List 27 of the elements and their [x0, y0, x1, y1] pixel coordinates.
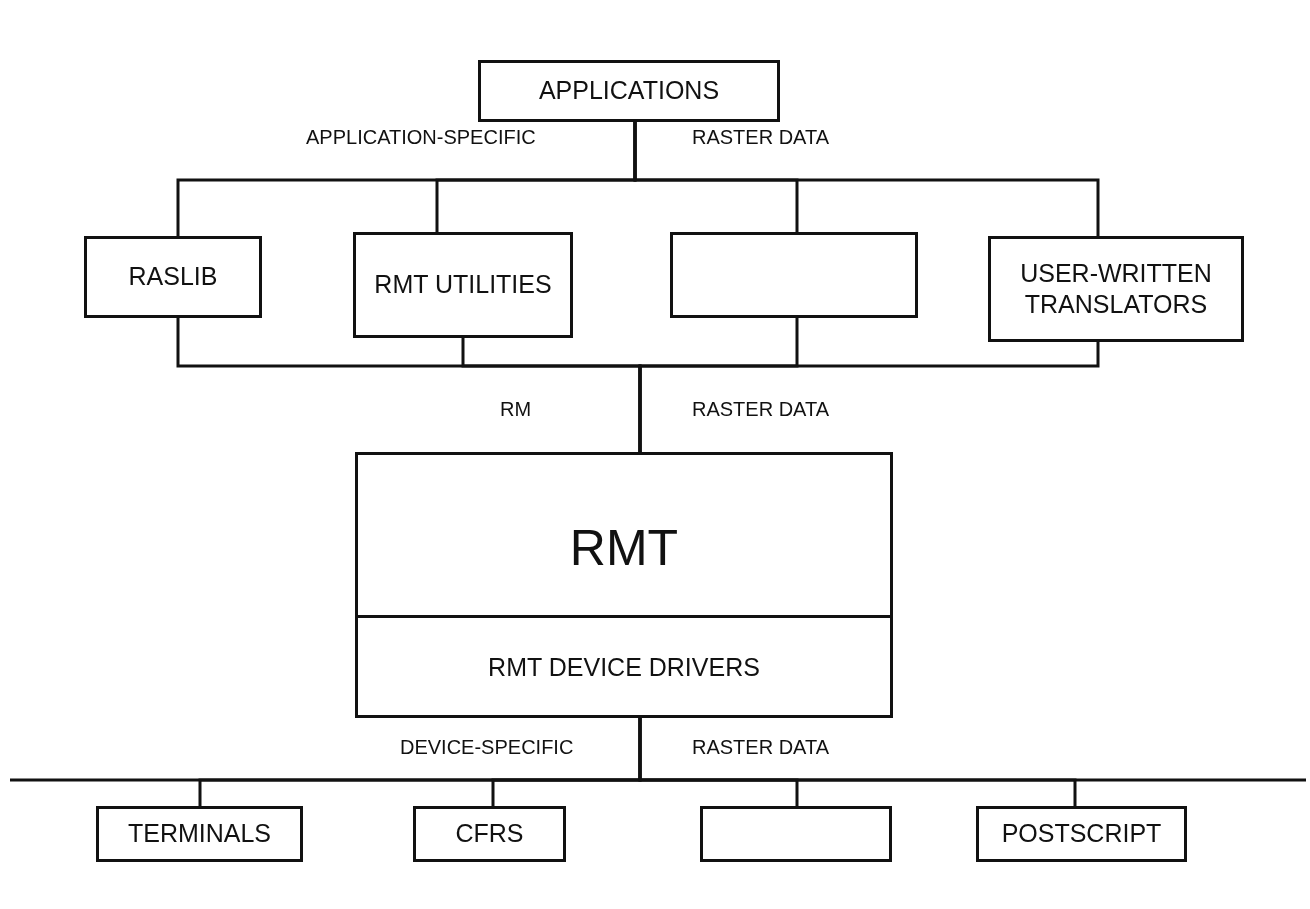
box-label: RMT DEVICE DRIVERS	[487, 652, 761, 684]
flow-label: APPLICATION-SPECIFIC	[306, 126, 536, 149]
box-label: RASLIB	[127, 261, 219, 293]
process-box	[96, 806, 303, 862]
process-box	[976, 806, 1187, 862]
flow-label: RM	[500, 398, 532, 421]
flow-label: RASTER DATA	[692, 736, 830, 759]
process-box	[353, 232, 573, 338]
process-box	[84, 236, 262, 318]
process-box	[355, 452, 893, 718]
flow-label: DEVICE-SPECIFIC	[400, 736, 574, 759]
process-box	[478, 60, 780, 122]
process-box	[413, 806, 566, 862]
empty-box	[670, 232, 918, 318]
box-label: POSTSCRIPT	[1000, 818, 1163, 850]
empty-box	[700, 806, 892, 862]
connector-line	[633, 122, 1100, 236]
process-box	[988, 236, 1244, 342]
box-label: USER-WRITTEN TRANSLATORS	[1019, 257, 1213, 320]
flow-label: RASTER DATA	[692, 398, 830, 421]
box-label: RMT UTILITIES	[373, 269, 553, 301]
box-label: APPLICATIONS	[537, 75, 721, 107]
box-label: RMT	[568, 519, 680, 578]
connector-line	[638, 342, 1100, 452]
flow-label: RASTER DATA	[692, 126, 830, 149]
box-label: TERMINALS	[126, 818, 273, 850]
box-label: CFRS	[454, 818, 525, 850]
